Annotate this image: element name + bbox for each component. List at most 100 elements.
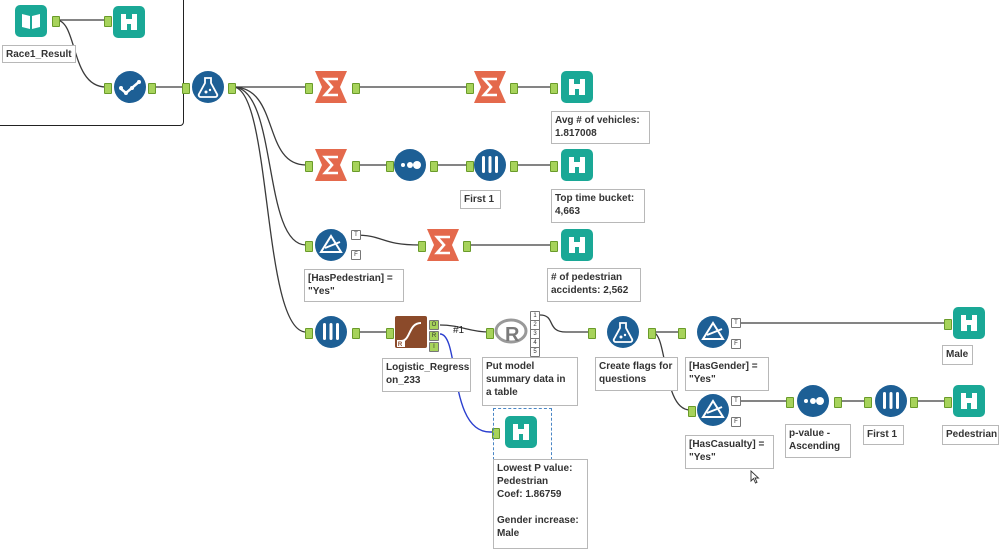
formula2-input-anchor[interactable]: [588, 328, 596, 339]
pvalue-ascending-annotation[interactable]: p-value - Ascending: [785, 424, 851, 458]
avg-vehicles-annotation[interactable]: Avg # of vehicles: 1.817008: [551, 111, 650, 144]
lr-o-anchor[interactable]: O: [429, 320, 439, 330]
male-input-anchor[interactable]: [944, 319, 952, 330]
browse2-input-anchor[interactable]: [550, 161, 558, 172]
browse-tool-pedestrian[interactable]: [952, 384, 986, 418]
browse-input-anchor[interactable]: [104, 16, 112, 27]
container-title-label[interactable]: Race1_Result: [2, 45, 76, 63]
sample-output-anchor[interactable]: [510, 161, 518, 172]
pedestrian-input-anchor[interactable]: [944, 397, 952, 408]
browse-tool-male[interactable]: [952, 306, 986, 340]
test-tubes-sample-icon: [875, 385, 907, 417]
sample-tool-1[interactable]: [473, 148, 507, 182]
sample2-input-anchor[interactable]: [864, 397, 872, 408]
input-output-anchor[interactable]: [52, 16, 60, 27]
sum2-output-anchor[interactable]: [352, 161, 360, 172]
browse-tool-1[interactable]: [112, 5, 146, 39]
r-output-5[interactable]: 5: [530, 347, 540, 357]
sum3-output-anchor[interactable]: [510, 83, 518, 94]
sample-lr-output-anchor[interactable]: [352, 328, 360, 339]
filter-tool-pedestrian[interactable]: [314, 228, 348, 262]
sort-output-anchor[interactable]: [430, 161, 438, 172]
browse1-input-anchor[interactable]: [550, 83, 558, 94]
gender-input-anchor[interactable]: [678, 328, 686, 339]
lr-i-anchor[interactable]: I: [429, 342, 439, 352]
put-model-annotation[interactable]: Put model summary data in a table: [482, 357, 578, 406]
wire-filter-sum: [353, 234, 421, 246]
sum1-output-anchor[interactable]: [352, 83, 360, 94]
summarize-tool-2[interactable]: [314, 148, 348, 182]
filter-input-anchor[interactable]: [305, 241, 313, 252]
filter-tool-gender[interactable]: [696, 315, 730, 349]
sum4-input-anchor[interactable]: [418, 241, 426, 252]
first1-bottom-annotation[interactable]: First 1: [863, 425, 904, 445]
sum4-output-anchor[interactable]: [463, 241, 471, 252]
sigma-summarize-icon: [315, 149, 347, 181]
sample-tool-first1[interactable]: [874, 384, 908, 418]
casualty-true-anchor[interactable]: T: [731, 396, 741, 406]
filter-true-anchor[interactable]: T: [351, 230, 361, 240]
browse-tool-avg[interactable]: [560, 70, 594, 104]
sort2-output-anchor[interactable]: [834, 397, 842, 408]
formula2-output-anchor[interactable]: [648, 328, 656, 339]
input-data-tool[interactable]: [14, 4, 48, 38]
casualty-input-anchor[interactable]: [688, 406, 696, 417]
gender-false-anchor[interactable]: F: [731, 339, 741, 349]
lowest-p-annotation[interactable]: Lowest P value: Pedestrian Coef: 1.86759…: [493, 459, 588, 549]
binoculars-icon: [953, 307, 985, 339]
r-tool[interactable]: R: [494, 315, 528, 349]
create-flags-annotation[interactable]: Create flags for questions: [595, 357, 678, 391]
browse-tool-lowest-p[interactable]: [504, 415, 538, 449]
has-pedestrian-annotation[interactable]: [HasPedestrian] = "Yes": [304, 269, 404, 302]
formula-output-anchor[interactable]: [228, 83, 236, 94]
sort-tool-1[interactable]: [393, 148, 427, 182]
pedestrian-accidents-annotation[interactable]: # of pedestrian accidents: 2,562: [547, 268, 641, 302]
filter-false-anchor[interactable]: F: [351, 250, 361, 260]
sigma-summarize-icon: [315, 71, 347, 103]
browse-tool-time[interactable]: [560, 148, 594, 182]
gender-true-anchor[interactable]: T: [731, 318, 741, 328]
sort2-input-anchor[interactable]: [786, 397, 794, 408]
select-input-anchor[interactable]: [104, 83, 112, 94]
summarize-tool-1[interactable]: [314, 70, 348, 104]
select-tool[interactable]: [113, 70, 147, 104]
casualty-false-anchor[interactable]: F: [731, 417, 741, 427]
sum3-input-anchor[interactable]: [466, 83, 474, 94]
formula-input-anchor[interactable]: [182, 83, 190, 94]
has-casualty-annotation[interactable]: [HasCasualty] = "Yes": [685, 435, 774, 469]
connection-label: #1: [453, 325, 465, 336]
sample-input-anchor[interactable]: [466, 161, 474, 172]
pedestrian-annotation[interactable]: Pedestrian: [942, 425, 999, 445]
lr-r-anchor[interactable]: R: [429, 331, 439, 341]
formula-tool-1[interactable]: [191, 70, 225, 104]
tool-container-frame[interactable]: [0, 0, 184, 126]
sample-tool-lr[interactable]: [314, 315, 348, 349]
top-time-bucket-annotation[interactable]: Top time bucket: 4,663: [551, 189, 645, 223]
has-gender-annotation[interactable]: [HasGender] = "Yes": [685, 357, 769, 391]
browse3-input-anchor[interactable]: [550, 241, 558, 252]
logistic-regression-tool[interactable]: [394, 315, 428, 349]
summarize-tool-3[interactable]: [473, 70, 507, 104]
first1-annotation[interactable]: First 1: [460, 190, 501, 209]
triangle-filter-icon: [697, 394, 729, 426]
sort-input-anchor[interactable]: [386, 161, 394, 172]
dots-sort-icon: [797, 385, 829, 417]
summarize-tool-4[interactable]: [426, 228, 460, 262]
sample2-output-anchor[interactable]: [910, 397, 918, 408]
filter-tool-casualty[interactable]: [696, 393, 730, 427]
triangle-filter-icon: [315, 229, 347, 261]
sort-tool-pvalue[interactable]: [796, 384, 830, 418]
lowest-p-input-anchor[interactable]: [492, 428, 500, 439]
formula-tool-flags[interactable]: [606, 315, 640, 349]
logistic-regression-annotation[interactable]: Logistic_Regressi on_233: [382, 358, 471, 392]
male-annotation[interactable]: Male: [942, 345, 973, 365]
r-input-anchor[interactable]: [486, 328, 494, 339]
sample-lr-input-anchor[interactable]: [305, 328, 313, 339]
sum2-input-anchor[interactable]: [305, 161, 313, 172]
browse-tool-pedestrian-count[interactable]: [560, 228, 594, 262]
lr-input-anchor[interactable]: [386, 328, 394, 339]
sigma-summarize-icon: [474, 71, 506, 103]
select-output-anchor[interactable]: [148, 83, 156, 94]
sum1-input-anchor[interactable]: [305, 83, 313, 94]
